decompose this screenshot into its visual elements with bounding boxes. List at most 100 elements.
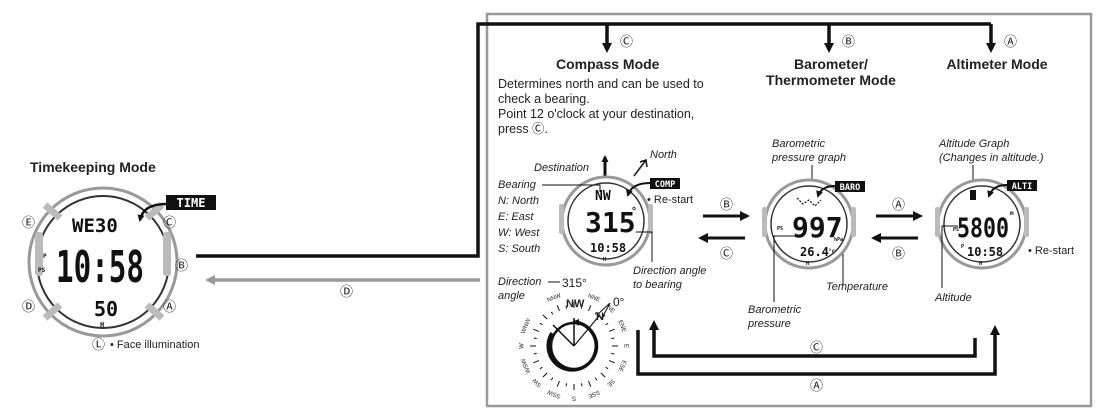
- rose-label: NNE: [587, 293, 601, 303]
- mode-flow-line: [196, 22, 991, 258]
- alti-tag-bg: [1007, 180, 1037, 191]
- between-a-label: Ⓐ: [892, 197, 905, 212]
- timekeeping-button-e: Ⓔ: [22, 215, 35, 230]
- timekeeping-lcd-time: 10:58: [56, 242, 144, 293]
- rose-tick: [600, 372, 606, 378]
- bearing-label: Bearing: [498, 179, 537, 191]
- compass-desc-3: Point 12 o'clock at your destination,: [498, 107, 694, 121]
- rose-tick: [565, 383, 568, 387]
- rose-tick: [533, 328, 540, 332]
- baro-tag: BARO: [840, 183, 860, 193]
- alti-lcd-p: P: [961, 244, 964, 250]
- rose-tick: [550, 311, 554, 315]
- button-b-label: Ⓑ: [842, 34, 855, 49]
- timekeeping-lcd-p: P: [43, 253, 47, 260]
- compass-restart: • Re-start: [647, 194, 693, 206]
- rose-tick: [600, 314, 606, 320]
- direction-angle-label-1: Direction: [498, 276, 541, 288]
- return-arrow-label: Ⓓ: [340, 284, 353, 299]
- timekeeping-lcd-day: WE30: [72, 215, 118, 237]
- timekeeping-lcd-ps: PS: [38, 267, 46, 274]
- baro-lcd-ps: PS: [777, 226, 783, 232]
- rose-label: WSW: [521, 357, 533, 374]
- direction-angle-label-2: angle: [498, 290, 525, 302]
- alti-lcd-h: H: [979, 261, 982, 267]
- rose-tick: [533, 337, 537, 340]
- rose-label: SSE: [587, 388, 600, 398]
- baro-tag-arrow: [816, 185, 836, 198]
- altitude-leader: [941, 225, 958, 288]
- timekeeping-title: Timekeeping Mode: [30, 159, 156, 175]
- rose-tick: [605, 322, 609, 326]
- baro-lcd-h: H: [806, 261, 809, 267]
- altimeter-title: Altimeter Mode: [946, 56, 1047, 72]
- compass-watch: [559, 175, 653, 267]
- rose-label: WNW: [521, 318, 533, 335]
- rose-angle-315: 315°: [562, 276, 587, 290]
- rose-tick: [608, 360, 615, 364]
- rose-tick: [565, 305, 568, 309]
- button-c-label: Ⓒ: [620, 34, 633, 49]
- bearing-leader: [542, 184, 601, 192]
- compass-lcd-h: H: [603, 257, 606, 263]
- compass-desc-1: Determines north and can be used to: [498, 77, 704, 91]
- north-label: North: [650, 149, 677, 161]
- rose-tick: [594, 377, 598, 381]
- rose-tick: [556, 305, 560, 312]
- alti-lcd-time: 10:58: [967, 245, 1003, 259]
- baro-lcd-temperature: 26.4: [800, 245, 829, 259]
- pressure-leader: [773, 235, 795, 302]
- timekeeping-button-a: Ⓐ: [163, 299, 176, 314]
- timekeeping-watch: [27, 186, 179, 338]
- rose-label: NE: [605, 305, 615, 315]
- compass-desc-2: check a bearing.: [498, 92, 590, 106]
- rose-label: NNW: [547, 293, 563, 304]
- alti-graph-label-1: Altitude Graph: [938, 138, 1009, 150]
- baro-lcd-unit: hPa: [834, 237, 843, 243]
- rose-label: ENE: [616, 319, 626, 333]
- between-b-label: Ⓑ: [720, 197, 733, 212]
- barometer-watch: [762, 178, 856, 270]
- rose-tick: [611, 352, 615, 355]
- compass-lcd-direction: NW: [595, 189, 611, 204]
- rose-nw: NW: [566, 298, 585, 310]
- comp-tag-arrow: [626, 182, 651, 197]
- rose-tick: [542, 372, 548, 378]
- rose-tick: [550, 377, 554, 381]
- compass-desc-4: press Ⓒ.: [498, 122, 548, 136]
- rose-tick: [556, 380, 560, 387]
- rose-label: SE: [605, 377, 615, 387]
- rose-n: N: [596, 311, 604, 323]
- timekeeping-button-b: Ⓑ: [175, 258, 188, 273]
- altimeter-watch: [935, 178, 1029, 270]
- alti-tag: ALTI: [1012, 182, 1032, 192]
- alti-graph-label-2: (Changes in altitude.): [939, 152, 1044, 164]
- timekeeping-lcd-seconds: 50: [94, 297, 118, 321]
- bearing-south: S: South: [498, 243, 540, 255]
- bearing-north: N: North: [498, 195, 539, 207]
- altimeter-restart: • Re-start: [1028, 245, 1074, 257]
- timekeeping-lcd-h: H: [100, 321, 104, 329]
- rose-label: S: [572, 394, 576, 400]
- time-tag-bg: [166, 195, 216, 210]
- rose-tick: [542, 314, 548, 320]
- between-b2-label: Ⓑ: [892, 246, 905, 261]
- rose-angle-0: 0°: [613, 295, 625, 309]
- direction-angle-to-bearing-2: to bearing: [633, 279, 683, 291]
- rose-tick: [588, 305, 592, 312]
- rose-tick: [611, 337, 615, 340]
- baro-lcd-deg: °c: [828, 248, 836, 255]
- rose-tick: [539, 366, 543, 370]
- button-a-label: Ⓐ: [1004, 34, 1017, 49]
- rose-label: ESE: [616, 359, 626, 372]
- rose-tick: [539, 322, 543, 326]
- bearing-west: W: West: [498, 227, 540, 239]
- timekeeping-button-c: Ⓒ: [163, 215, 176, 230]
- rose-label: SW: [532, 377, 543, 388]
- baro-lcd-pressure: 997: [792, 211, 843, 244]
- rose-tick: [533, 360, 540, 364]
- barometer-title-1: Barometer/: [794, 56, 868, 72]
